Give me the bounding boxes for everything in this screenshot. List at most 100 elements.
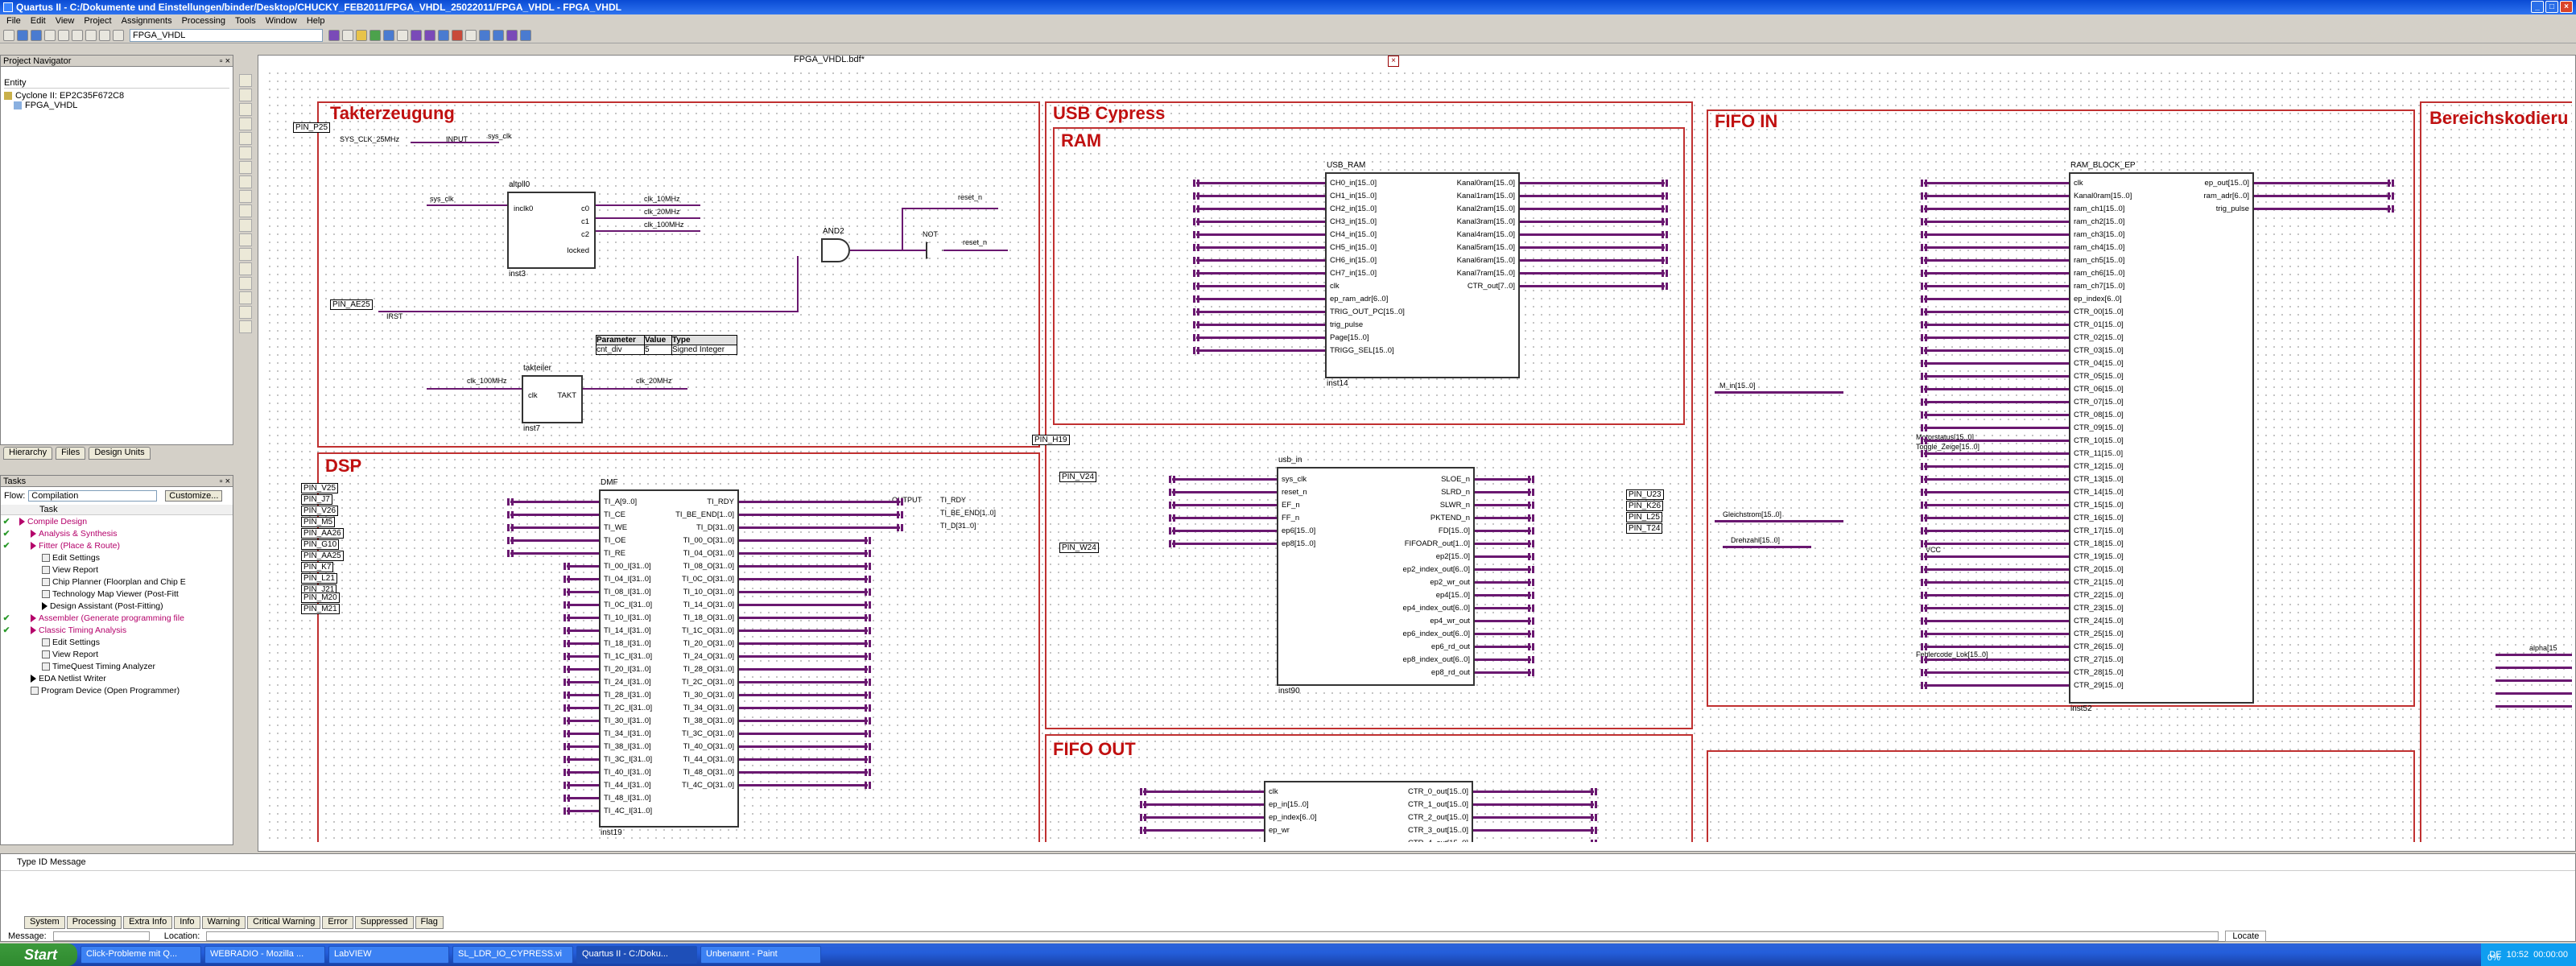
select-icon[interactable]: [239, 74, 252, 87]
tab-files[interactable]: Files: [56, 447, 86, 460]
save-icon[interactable]: [31, 29, 42, 41]
pin-icon[interactable]: [239, 118, 252, 130]
cut-icon[interactable]: [58, 29, 69, 41]
tab-design-units[interactable]: Design Units: [89, 447, 151, 460]
menu-file[interactable]: File: [6, 16, 21, 26]
task-item[interactable]: ✔Classic Timing Analysis: [1, 624, 233, 636]
top-entity[interactable]: FPGA_VHDL: [25, 101, 78, 110]
usb-ram-block[interactable]: USB_RAM CH0_in[15..0]CH1_in[15..0]CH2_in…: [1325, 161, 1520, 388]
altpll-block[interactable]: altpll0 inclk0 c0 c1 c2 locked inst3: [507, 180, 596, 279]
msg-tab-warning[interactable]: Warning: [201, 916, 246, 929]
signaltap-icon[interactable]: [493, 29, 504, 41]
task-item[interactable]: ✔Analysis & Synthesis: [1, 527, 233, 539]
pin-label[interactable]: PIN_W24: [1059, 543, 1099, 553]
symbol-icon[interactable]: [239, 103, 252, 116]
help-icon[interactable]: [520, 29, 531, 41]
taskbar-button[interactable]: SL_LDR_IO_CYPRESS.vi: [452, 946, 573, 964]
line-icon[interactable]: [239, 306, 252, 319]
copy-icon[interactable]: [72, 29, 83, 41]
message-field[interactable]: [52, 931, 150, 941]
text-icon[interactable]: [239, 89, 252, 101]
pin-planner-icon[interactable]: [342, 29, 353, 41]
task-item[interactable]: Design Assistant (Post-Fitting): [1, 600, 233, 612]
pin-label[interactable]: PIN_V25: [301, 483, 339, 493]
pin-label[interactable]: PIN_P25: [293, 122, 331, 133]
compare-icon[interactable]: [465, 29, 477, 41]
task-item[interactable]: TimeQuest Timing Analyzer: [1, 660, 233, 672]
language-indicator[interactable]: DE: [2489, 950, 2502, 960]
menu-help[interactable]: Help: [306, 16, 325, 26]
msg-tab-extra-info[interactable]: Extra Info: [123, 916, 173, 929]
task-item[interactable]: View Report: [1, 648, 233, 660]
task-item[interactable]: ✔Fitter (Place & Route): [1, 539, 233, 551]
arc-icon[interactable]: [239, 320, 252, 333]
schematic-close-icon[interactable]: ×: [1388, 56, 1399, 67]
analysis-icon[interactable]: [424, 29, 436, 41]
flip-icon[interactable]: [239, 248, 252, 261]
tasks-close-icon[interactable]: ▫ ×: [219, 476, 230, 486]
tab-hierarchy[interactable]: Hierarchy: [3, 447, 53, 460]
taskbar-button[interactable]: LabVIEW: [328, 946, 449, 964]
timing-icon[interactable]: [438, 29, 449, 41]
stop-icon[interactable]: [397, 29, 408, 41]
task-item[interactable]: EDA Netlist Writer: [1, 672, 233, 684]
menu-project[interactable]: Project: [84, 16, 112, 26]
menu-assignments[interactable]: Assignments: [121, 16, 172, 26]
clock[interactable]: 10:52: [2506, 950, 2529, 960]
pin-label[interactable]: PIN_V26: [301, 506, 339, 516]
flow-select[interactable]: Compilation: [28, 490, 158, 502]
menu-processing[interactable]: Processing: [181, 16, 226, 26]
print-icon[interactable]: [44, 29, 56, 41]
pin-label[interactable]: PIN_J7: [301, 494, 332, 505]
new-icon[interactable]: [3, 29, 14, 41]
schematic-canvas[interactable]: Takterzeugung USB Cypress RAM FIFO IN Be…: [266, 69, 2572, 842]
msg-tab-system[interactable]: System: [24, 916, 65, 929]
pin-label[interactable]: PIN_K7: [301, 562, 334, 572]
locate-button[interactable]: Locate: [2225, 931, 2267, 942]
location-field[interactable]: [206, 931, 2219, 941]
partial-line-icon[interactable]: [239, 190, 252, 203]
taskbar-button[interactable]: WEBRADIO - Mozilla ...: [204, 946, 325, 964]
conduit-icon[interactable]: [239, 161, 252, 174]
task-item[interactable]: Technology Map Viewer (Post-Fitt: [1, 588, 233, 600]
task-item[interactable]: ✔Compile Design: [1, 515, 233, 527]
chip-editor-icon[interactable]: [506, 29, 518, 41]
msg-tab-suppressed[interactable]: Suppressed: [354, 916, 414, 929]
entity-select[interactable]: [130, 28, 323, 42]
open-icon[interactable]: [17, 29, 28, 41]
task-item[interactable]: View Report: [1, 564, 233, 576]
task-item[interactable]: Edit Settings: [1, 636, 233, 648]
and-gate[interactable]: AND2: [821, 227, 850, 262]
wire-icon[interactable]: [239, 132, 252, 145]
undo-icon[interactable]: [99, 29, 110, 41]
chip-planner-icon[interactable]: [356, 29, 367, 41]
panel-close-icon[interactable]: ▫ ×: [219, 56, 230, 66]
msg-tab-flag[interactable]: Flag: [415, 916, 444, 929]
customize-button[interactable]: Customize...: [165, 490, 223, 502]
redo-icon[interactable]: [113, 29, 124, 41]
rubberband-icon[interactable]: [239, 175, 252, 188]
pin-label[interactable]: PIN_H19: [1032, 435, 1070, 445]
pin-label[interactable]: PIN_AE25: [330, 299, 373, 310]
minimize-button[interactable]: _: [2531, 1, 2544, 13]
menu-view[interactable]: View: [55, 16, 75, 26]
find-icon[interactable]: [239, 233, 252, 246]
task-item[interactable]: Edit Settings: [1, 551, 233, 564]
netlist-viewer-icon[interactable]: [383, 29, 394, 41]
bus-icon[interactable]: [239, 147, 252, 159]
hand-icon[interactable]: [239, 219, 252, 232]
task-item[interactable]: Chip Planner (Floorplan and Chip E: [1, 576, 233, 588]
maximize-button[interactable]: □: [2545, 1, 2558, 13]
oval-icon[interactable]: [239, 291, 252, 304]
pin-label[interactable]: PIN_M20: [301, 592, 340, 603]
menu-tools[interactable]: Tools: [235, 16, 256, 26]
zoom-icon[interactable]: [239, 204, 252, 217]
pin-label[interactable]: PIN_V24: [1059, 472, 1097, 482]
taskbar-button[interactable]: Click-Probleme mit Q...: [80, 946, 201, 964]
takteiler-block[interactable]: takteiler clk TAKT inst7: [522, 364, 583, 433]
